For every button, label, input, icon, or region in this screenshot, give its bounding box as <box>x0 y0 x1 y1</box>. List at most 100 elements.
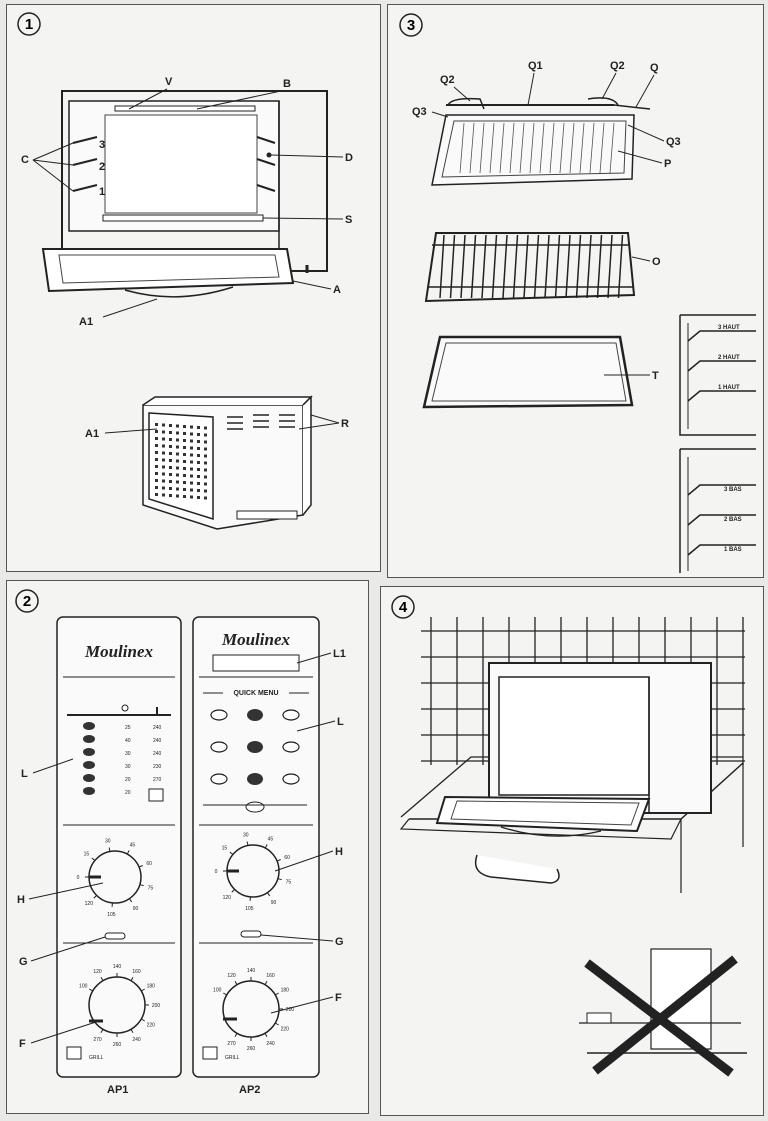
label-f-left: F <box>19 1038 26 1050</box>
bas-2: 2 BAS <box>724 517 742 523</box>
label-g-left: G <box>19 956 28 968</box>
dial-tick-label: 220 <box>147 1023 156 1029</box>
brand-ap2: Moulinex <box>221 630 291 649</box>
table-time: 20 <box>125 777 131 783</box>
caption-ap2: AP2 <box>239 1084 260 1096</box>
accessories-illustration: 3 Q1 Q2 Q2 Q Q3 Q3 P O <box>399 13 756 573</box>
dial-tick-label: 100 <box>79 984 88 990</box>
label-f-right: F <box>335 992 342 1004</box>
label-a1-bottom: A1 <box>85 428 99 440</box>
dial-tick-label: 30 <box>243 833 249 839</box>
label-c: C <box>21 154 29 166</box>
table-temp: 240 <box>153 738 162 744</box>
label-v: V <box>165 76 173 88</box>
quick-menu-title: QUICK MENU <box>233 690 278 697</box>
bas-1: 1 BAS <box>724 547 742 553</box>
dial-tick-label: 15 <box>84 852 90 858</box>
table-time: 25 <box>125 725 131 731</box>
dial-tick-label: 270 <box>227 1041 236 1047</box>
dial-tick-label: 160 <box>132 969 141 975</box>
bas-3: 3 BAS <box>724 487 742 493</box>
table-temp: 270 <box>153 777 162 783</box>
table-time: 40 <box>125 738 131 744</box>
label-g-right: G <box>335 936 344 948</box>
table-time: 30 <box>125 764 131 770</box>
grill-ap1: GRILL <box>89 1055 104 1061</box>
haut-2: 2 HAUT <box>718 355 740 361</box>
dial-tick-label: 120 <box>93 969 102 975</box>
label-rack-1: 1 <box>99 186 105 198</box>
dial-tick-label: 105 <box>107 912 116 918</box>
dial-tick-label: 75 <box>148 886 154 892</box>
label-rack-2: 2 <box>99 161 105 173</box>
label-s: S <box>345 214 352 226</box>
label-q1: Q1 <box>528 60 543 72</box>
dial-tick-label: 180 <box>147 984 156 990</box>
grill-ap2: GRILL <box>225 1055 240 1061</box>
table-temp: 240 <box>153 725 162 731</box>
panel-number: 1 <box>25 16 33 33</box>
dial-tick-label: 0 <box>215 869 218 875</box>
label-q3-left: Q3 <box>412 106 427 118</box>
label-a: A <box>333 284 341 296</box>
dial-tick-label: 180 <box>281 988 290 994</box>
dial-tick-label: 90 <box>133 906 139 912</box>
dial-tick-label: 120 <box>227 973 236 979</box>
dial-tick-label: 60 <box>284 855 290 861</box>
table-time: 30 <box>125 751 131 757</box>
table-temp: 230 <box>153 764 162 770</box>
oven-overview-illustration: 1 V <box>17 12 353 530</box>
panel-number: 2 <box>23 593 31 610</box>
panel-4-installation: 4 <box>380 586 764 1116</box>
label-q: Q <box>650 62 659 74</box>
label-b: B <box>283 78 291 90</box>
dial-tick-label: 60 <box>146 861 152 867</box>
label-q2-right: Q2 <box>610 60 625 72</box>
dial-tick-label: 0 <box>77 875 80 881</box>
dial-tick-label: 45 <box>130 842 136 848</box>
dial-tick-label: 160 <box>266 973 275 979</box>
label-q2-left: Q2 <box>440 74 455 86</box>
label-l1: L1 <box>333 648 346 660</box>
installation-illustration: 4 <box>391 595 747 1077</box>
dial-tick-label: 200 <box>152 1003 161 1009</box>
label-l-right: L <box>337 716 344 728</box>
label-h-right: H <box>335 846 343 858</box>
dial-tick-label: 30 <box>105 839 111 845</box>
label-rack-3: 3 <box>99 139 105 151</box>
label-p: P <box>664 158 671 170</box>
haut-3: 3 HAUT <box>718 325 740 331</box>
dial-tick-label: 260 <box>113 1042 122 1048</box>
panel-number: 4 <box>399 599 408 616</box>
label-q3-right: Q3 <box>666 136 681 148</box>
caption-ap1: AP1 <box>107 1084 128 1096</box>
dial-tick-label: 120 <box>223 895 232 901</box>
label-h-left: H <box>17 894 25 906</box>
dial-tick-label: 260 <box>247 1046 256 1052</box>
door-window-grid <box>155 423 207 500</box>
dial-tick-label: 105 <box>245 906 254 912</box>
label-t: T <box>652 370 659 382</box>
dial-tick-label: 45 <box>268 836 274 842</box>
dial-tick-label: 140 <box>247 968 256 974</box>
panel-3-accessories: 3 Q1 Q2 Q2 Q Q3 Q3 P O <box>387 4 764 578</box>
label-o: O <box>652 256 661 268</box>
label-r: R <box>341 418 349 430</box>
dial-tick-label: 220 <box>281 1027 290 1033</box>
dial-tick-label: 100 <box>213 988 222 994</box>
label-d: D <box>345 152 353 164</box>
haut-1: 1 HAUT <box>718 385 740 391</box>
dial-tick-label: 15 <box>222 846 228 852</box>
label-a1-top: A1 <box>79 316 93 328</box>
dial-tick-label: 200 <box>286 1007 295 1013</box>
dial-tick-label: 140 <box>113 964 122 970</box>
dial-tick-label: 120 <box>85 901 94 907</box>
label-l-left: L <box>21 768 28 780</box>
table-temp: 240 <box>153 751 162 757</box>
panel-number: 3 <box>407 17 415 34</box>
dial-tick-label: 240 <box>132 1037 141 1043</box>
dial-tick-label: 270 <box>93 1037 102 1043</box>
